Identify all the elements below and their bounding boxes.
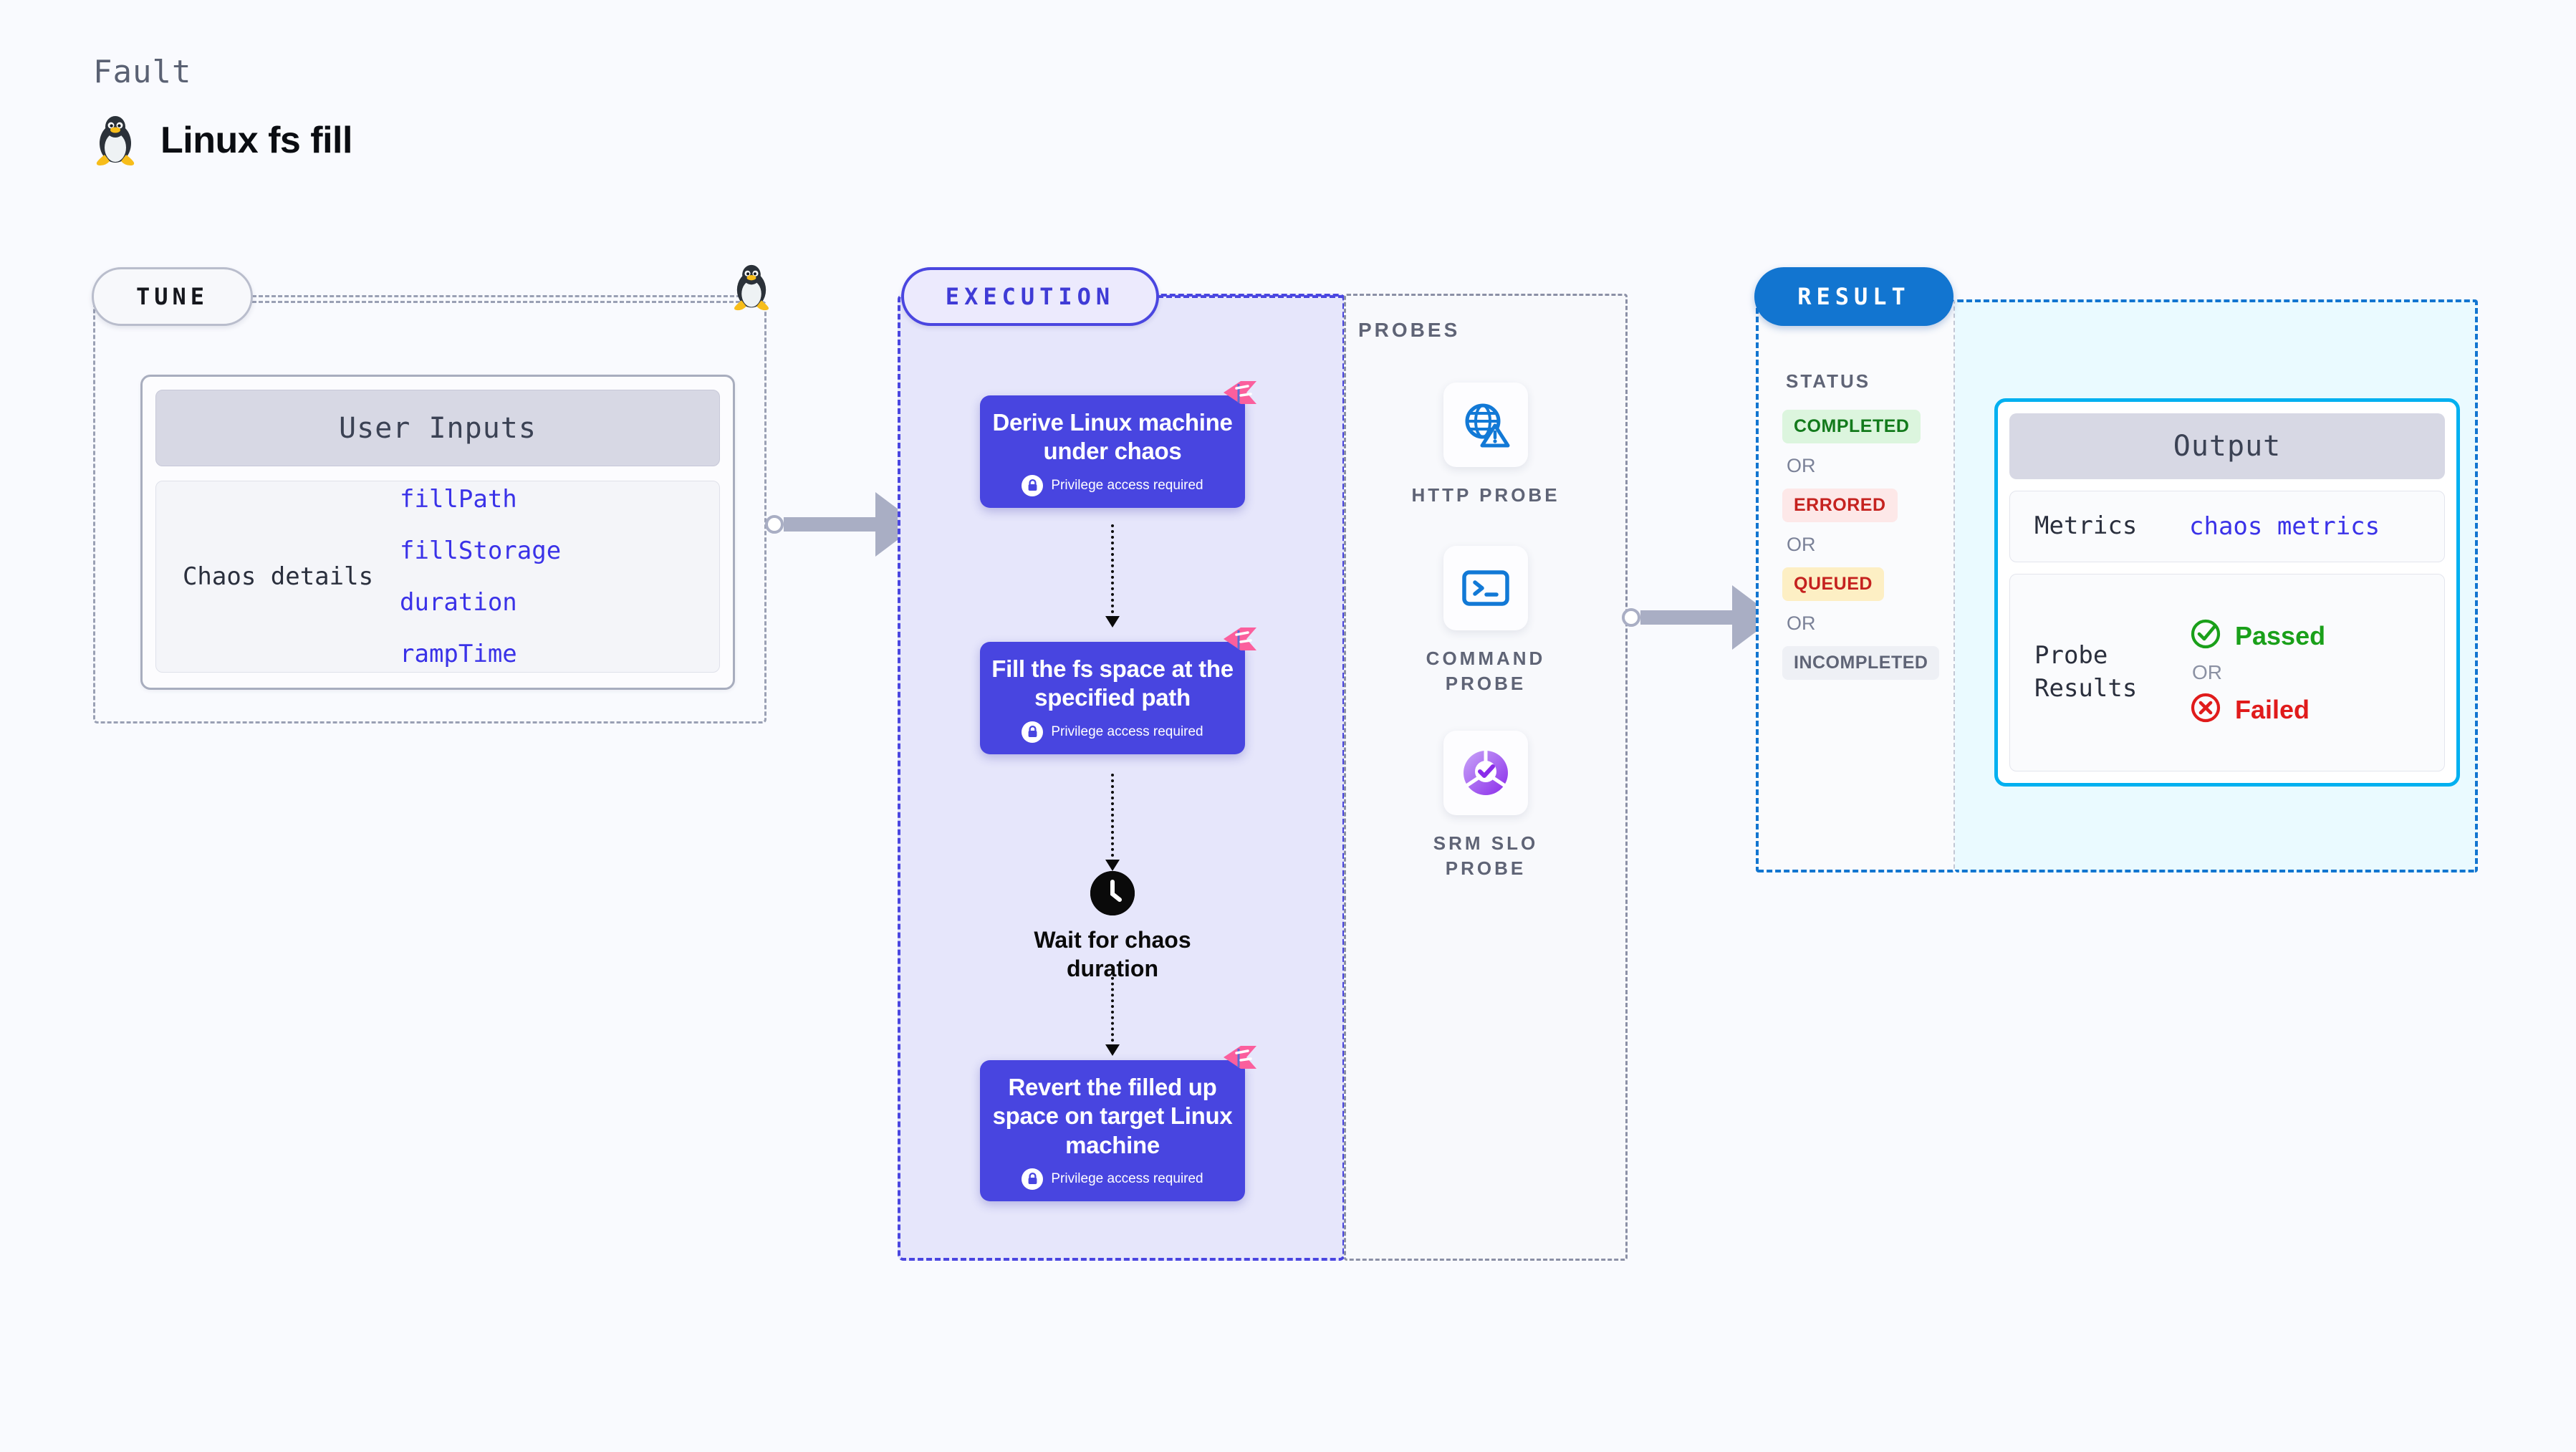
connector-start-dot bbox=[765, 515, 784, 534]
step-title: Revert the filled up space on target Lin… bbox=[992, 1074, 1233, 1158]
connector-bar bbox=[1640, 610, 1734, 625]
probe-results-values: Passed OR Failed bbox=[2189, 617, 2325, 728]
x-circle-icon bbox=[2189, 691, 2222, 728]
page-title: Linux fs fill bbox=[160, 120, 352, 161]
failed-label: Failed bbox=[2235, 694, 2310, 724]
probe-results-row: Probe Results Passed OR bbox=[2009, 574, 2445, 771]
clock-icon bbox=[1090, 871, 1135, 915]
passed-label: Passed bbox=[2235, 620, 2326, 650]
step-title: Fill the fs space at the specified path bbox=[991, 655, 1234, 711]
status-or-label: OR bbox=[1787, 534, 1816, 555]
check-circle-icon bbox=[2189, 617, 2222, 654]
probe-result-passed: Passed bbox=[2189, 617, 2325, 654]
step-title: Derive Linux machine under chaos bbox=[992, 409, 1233, 465]
lock-icon bbox=[1022, 1168, 1044, 1190]
status-badge-errored: ERRORED bbox=[1782, 489, 1898, 522]
status-badge-queued: QUEUED bbox=[1782, 567, 1884, 601]
privilege-badge: Privilege access required bbox=[991, 721, 1234, 743]
execution-step-card[interactable]: Derive Linux machine under chaos Privile… bbox=[980, 381, 1256, 508]
tune-connector-dash bbox=[252, 295, 754, 297]
globe-warning-icon bbox=[1443, 383, 1528, 467]
wait-node: Wait for chaos duration bbox=[1030, 871, 1195, 983]
terminal-icon bbox=[1443, 546, 1528, 630]
chaos-params-list: fillPath fillStorage duration rampTime bbox=[400, 485, 561, 668]
probe-label: HTTP PROBE bbox=[1411, 484, 1560, 506]
fault-flag-icon bbox=[1219, 378, 1258, 415]
chaos-param-fillpath[interactable]: fillPath bbox=[400, 485, 517, 514]
chaos-details-box: Chaos details fillPath fillStorage durat… bbox=[155, 481, 720, 673]
flow-arrow bbox=[1105, 524, 1120, 628]
execution-connector-dash bbox=[1158, 295, 1344, 298]
user-inputs-header: User Inputs bbox=[155, 390, 720, 466]
lock-icon bbox=[1022, 474, 1044, 496]
probe-label: SRM SLO PROBE bbox=[1433, 832, 1539, 880]
status-title: STATUS bbox=[1786, 370, 1871, 392]
result-pill-label[interactable]: RESULT bbox=[1754, 267, 1953, 326]
slo-donut-check-icon bbox=[1443, 731, 1528, 815]
connector-bar bbox=[784, 517, 877, 532]
chaos-details-label: Chaos details bbox=[182, 562, 374, 591]
privilege-badge-label: Privilege access required bbox=[1051, 1170, 1203, 1186]
chaos-param-ramptime[interactable]: rampTime bbox=[400, 640, 517, 668]
probe-item-http[interactable]: HTTP PROBE bbox=[1396, 383, 1575, 508]
chaos-param-fillstorage[interactable]: fillStorage bbox=[400, 537, 562, 565]
user-inputs-card: User Inputs Chaos details fillPath fillS… bbox=[140, 375, 735, 690]
probe-result-or-label: OR bbox=[2192, 661, 2222, 683]
probe-item-srm-slo[interactable]: SRM SLO PROBE bbox=[1396, 731, 1575, 881]
flow-arrow bbox=[1105, 774, 1120, 871]
tune-region bbox=[93, 301, 766, 723]
output-card: Output Metrics chaos metrics Probe Resul… bbox=[1994, 398, 2460, 787]
tux-penguin-icon bbox=[93, 115, 138, 166]
metrics-value[interactable]: chaos metrics bbox=[2189, 512, 2380, 541]
status-badge-completed: COMPLETED bbox=[1782, 410, 1921, 443]
metrics-label: Metrics bbox=[2034, 511, 2138, 541]
flow-arrow bbox=[1105, 966, 1120, 1056]
status-or-label: OR bbox=[1787, 455, 1816, 476]
metrics-row: Metrics chaos metrics bbox=[2009, 491, 2445, 562]
output-header: Output bbox=[2009, 413, 2445, 479]
privilege-badge: Privilege access required bbox=[991, 1168, 1234, 1190]
execution-step-card[interactable]: Fill the fs space at the specified path … bbox=[980, 628, 1256, 754]
lock-icon bbox=[1022, 721, 1044, 743]
privilege-badge-label: Privilege access required bbox=[1051, 723, 1203, 739]
tune-pill-label[interactable]: TUNE bbox=[92, 267, 253, 326]
status-badge-incompleted: INCOMPLETED bbox=[1782, 646, 1940, 680]
probes-title: PROBES bbox=[1358, 319, 1461, 341]
fault-flag-icon bbox=[1219, 1043, 1258, 1080]
chaos-param-duration[interactable]: duration bbox=[400, 588, 517, 617]
fault-title-row: Linux fs fill bbox=[93, 115, 352, 166]
probe-results-label: Probe Results bbox=[2034, 641, 2138, 703]
status-list: COMPLETED OR ERRORED OR QUEUED OR INCOMP… bbox=[1782, 410, 1947, 680]
tux-penguin-icon bbox=[731, 264, 772, 314]
probe-label: COMMAND PROBE bbox=[1426, 648, 1546, 695]
fault-flag-icon bbox=[1219, 625, 1258, 661]
connector-start-dot bbox=[1622, 608, 1640, 627]
probe-item-command[interactable]: COMMAND PROBE bbox=[1396, 546, 1575, 696]
execution-step-card[interactable]: Revert the filled up space on target Lin… bbox=[980, 1046, 1256, 1201]
fault-eyebrow-label: Fault bbox=[93, 54, 192, 90]
privilege-badge: Privilege access required bbox=[991, 474, 1234, 496]
privilege-badge-label: Privilege access required bbox=[1051, 477, 1203, 493]
probe-result-failed: Failed bbox=[2189, 691, 2325, 728]
status-or-label: OR bbox=[1787, 612, 1816, 634]
execution-pill-label[interactable]: EXECUTION bbox=[901, 267, 1159, 326]
